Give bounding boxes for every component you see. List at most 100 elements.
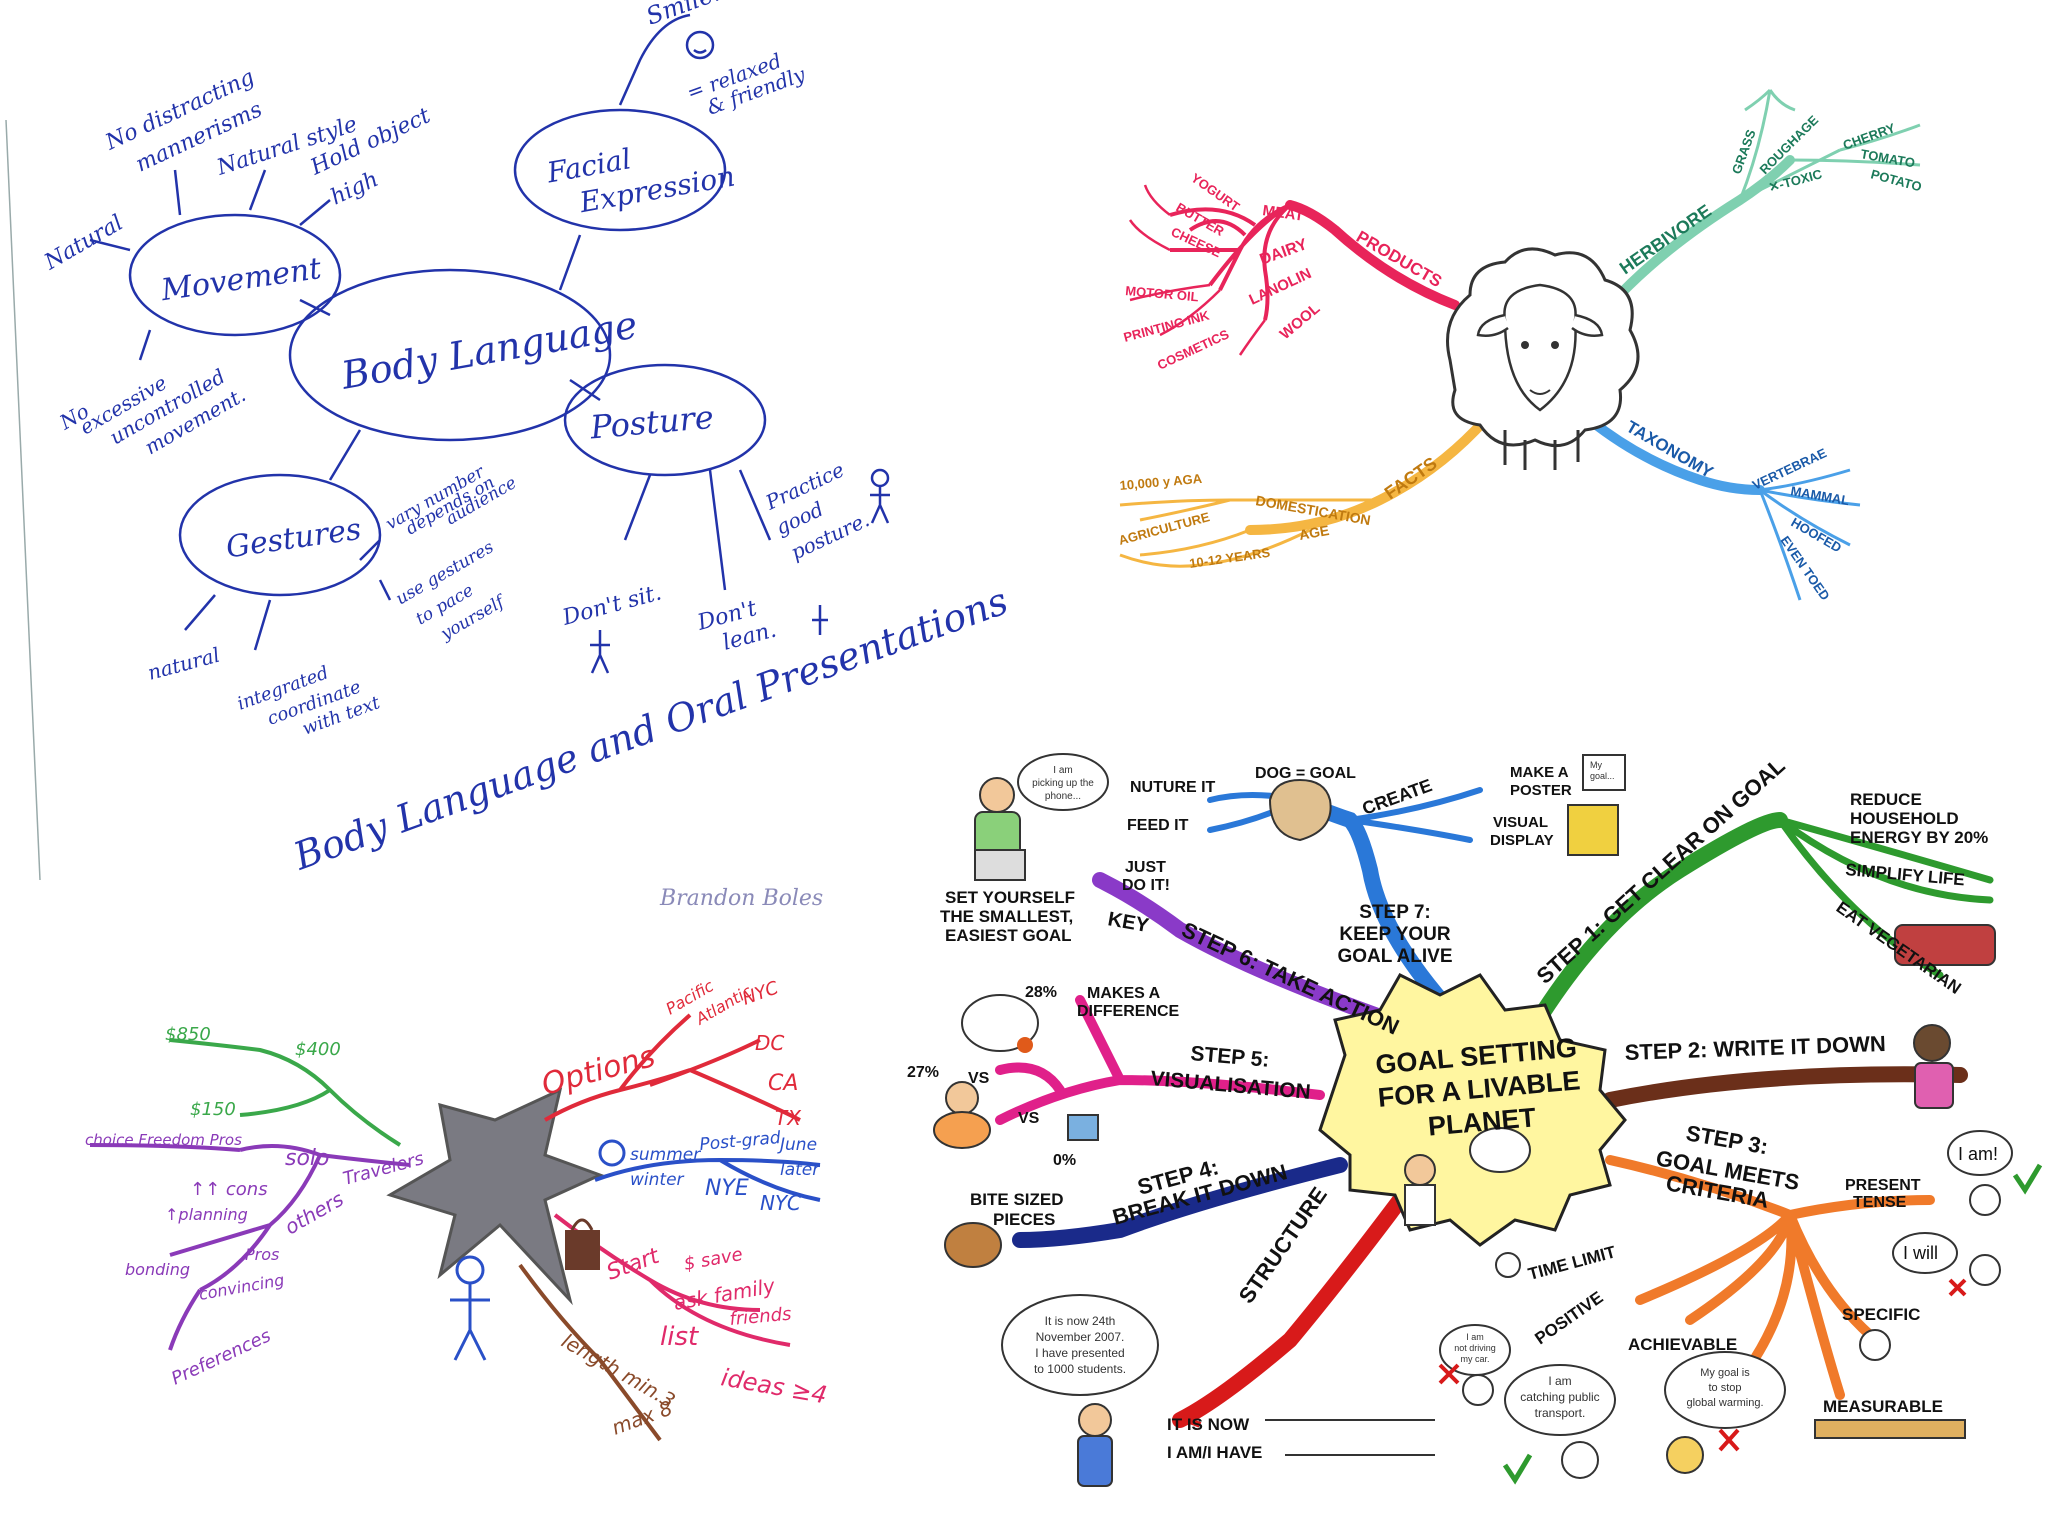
clock-face-icon (1496, 1253, 1520, 1277)
label-wool: WOOL (1277, 300, 1324, 343)
stop-warming-1: My goal is (1700, 1367, 1750, 1379)
label-preferences: Preferences (168, 1325, 274, 1389)
step2-branch (1610, 1074, 1960, 1100)
label-dc: DC (755, 1031, 784, 1055)
present-1: PRESENT (1845, 1177, 1921, 1194)
my-goal-1: My (1590, 760, 1602, 770)
label-winter: winter (630, 1170, 685, 1190)
check-icon-2 (1505, 1455, 1530, 1480)
step7-label-3: GOAL ALIVE (1337, 946, 1452, 967)
smallest-1: SET YOURSELF (945, 888, 1075, 907)
label-grass: GRASS (1729, 127, 1759, 176)
it-is-now: IT IS NOW (1167, 1415, 1250, 1434)
presenter-head (1079, 1404, 1111, 1436)
hold-object-2: high (327, 167, 382, 211)
vs-1: VS (968, 1070, 990, 1087)
specific: SPECIFIC (1842, 1305, 1920, 1324)
label-bonding: bonding (125, 1260, 190, 1279)
sheep-eye-left (1521, 341, 1529, 349)
telephone-icon (975, 850, 1025, 880)
pct-0: 0% (1053, 1152, 1076, 1169)
catching-3: transport. (1535, 1406, 1586, 1420)
check-icon-1 (2015, 1165, 2040, 1190)
label-start: Start (604, 1243, 664, 1285)
label-lanolin: LANOLIN (1247, 265, 1315, 309)
label-years: 10-12 YEARS (1188, 545, 1271, 571)
center-person-body (1405, 1185, 1435, 1225)
label-others: others (281, 1187, 348, 1240)
vs-2: VS (1018, 1110, 1040, 1127)
now-bubble-2: November 2007. (1036, 1330, 1125, 1344)
stick-person-body (450, 1283, 490, 1360)
label-june: June (777, 1135, 817, 1155)
not-driving-2: not driving (1454, 1343, 1496, 1353)
positive: POSITIVE (1531, 1288, 1606, 1349)
dont-sit: Don't sit. (559, 580, 664, 631)
label-potato: POTATO (1869, 166, 1923, 194)
label-choice: choice Freedom Pros (85, 1131, 242, 1149)
smile-label: Smile! (642, 0, 725, 31)
structure-label: STRUCTURE (1234, 1182, 1332, 1307)
label-list: list (660, 1322, 699, 1352)
label-post-grad: Post-grad (699, 1128, 782, 1155)
smallest-2: THE SMALLEST, (940, 907, 1073, 926)
i-am-face-icon (1970, 1185, 2000, 1215)
stop-warming-2: to stop (1708, 1382, 1741, 1394)
label-tx: TX (775, 1106, 802, 1130)
achievable: ACHIEVABLE (1628, 1335, 1737, 1354)
money-branch (170, 1040, 400, 1145)
label-solo: solo (285, 1146, 330, 1171)
burger-icon (945, 1223, 1001, 1267)
phone-bubble-1: I am (1053, 765, 1072, 776)
makes-diff-2: DIFFERENCE (1077, 1003, 1180, 1020)
visual-1: VISUAL (1493, 814, 1548, 831)
visual-display-icon (1568, 805, 1618, 855)
i-am-i-have: I AM/I HAVE (1167, 1443, 1262, 1462)
label-money-2: $400 (295, 1039, 341, 1060)
now-bubble-1: It is now 24th (1045, 1314, 1116, 1328)
measurable: MEASURABLE (1823, 1397, 1943, 1416)
meditating-person-body (934, 1112, 990, 1148)
label-cons: ↑↑ cons (190, 1179, 268, 1200)
just-do-2: DO IT! (1122, 877, 1170, 894)
reduce-3: ENERGY BY 20% (1850, 828, 1988, 847)
pct-28: 28% (1025, 984, 1057, 1001)
label-money-3: $150 (190, 1099, 236, 1120)
label-herbivore: HERBIVORE (1616, 201, 1715, 279)
smile-curve (694, 50, 706, 53)
time-limit: TIME LIMIT (1526, 1242, 1618, 1284)
i-will: I will (1903, 1243, 1938, 1263)
worried-face-icon (1667, 1437, 1703, 1473)
phone-bubble-3: phone... (1045, 791, 1081, 802)
bite-2: PIECES (993, 1210, 1055, 1229)
tv-icon (1068, 1115, 1098, 1140)
body-language-labels: Body Language Movement Facial Expression… (40, 0, 1014, 911)
label-later: later (780, 1160, 820, 1180)
now-bubble-4: to 1000 students. (1034, 1362, 1126, 1376)
label-nye: NYE (705, 1176, 749, 1201)
label-summer: summer (630, 1145, 701, 1165)
label-friends: friends (729, 1304, 793, 1330)
movement-label: Movement (158, 251, 324, 308)
products-branch (1290, 205, 1455, 305)
reduce-2: HOUSEHOLD (1850, 809, 1959, 828)
center-person-head (1405, 1155, 1435, 1185)
herbivore-branch (1610, 160, 1790, 305)
stick-person-head (457, 1257, 483, 1283)
sheep-eye-right (1551, 341, 1559, 349)
happy-face-icon (1562, 1442, 1598, 1478)
label-planning: ↑planning (165, 1205, 248, 1224)
label-convincing: convincing (197, 1270, 285, 1304)
notebook-margin-line (6, 120, 40, 880)
x-icon-3 (1720, 1430, 1738, 1450)
stop-warming-3: global warming. (1686, 1397, 1763, 1409)
not-driving-3: my car. (1460, 1354, 1489, 1364)
bag-icon (565, 1230, 600, 1270)
clock-icon (600, 1141, 624, 1165)
natural-low: natural (145, 643, 222, 685)
x-icon-1 (1950, 1280, 1965, 1295)
label-ca: CA (768, 1071, 798, 1096)
ruler-icon (1815, 1420, 1965, 1438)
phone-bubble-2: picking up the (1032, 778, 1094, 789)
